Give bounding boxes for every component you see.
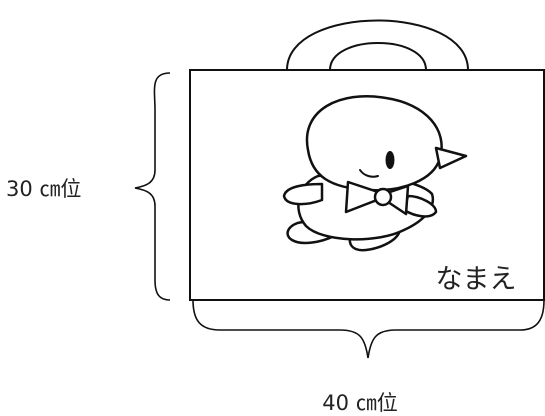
penguin-eye xyxy=(385,151,395,169)
penguin-wing-right xyxy=(402,194,438,218)
bag-handle xyxy=(286,19,469,71)
penguin-bowtie-knot xyxy=(373,187,393,207)
name-label: なまえ xyxy=(436,264,517,295)
penguin-cheek xyxy=(359,169,379,178)
penguin-beak xyxy=(434,146,468,170)
height-label: 30 ㎝位 xyxy=(6,177,81,201)
width-brace xyxy=(192,299,545,359)
width-label: 40 ㎝位 xyxy=(322,391,397,415)
penguin-wing-left xyxy=(282,182,324,206)
height-brace xyxy=(134,72,171,301)
penguin-illustration xyxy=(282,95,468,252)
